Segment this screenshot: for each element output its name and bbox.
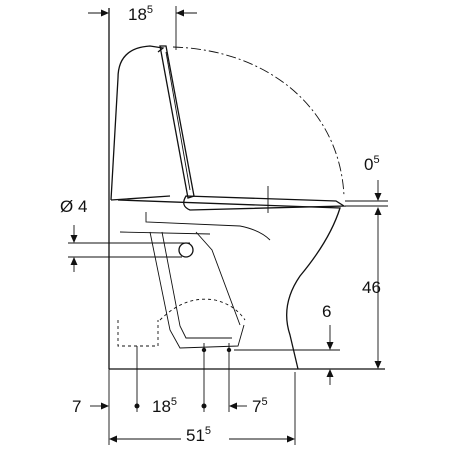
cistern-outline — [110, 45, 165, 201]
raised-lid — [159, 45, 195, 199]
bowl-rim-inner — [145, 212, 271, 241]
hidden-outlet-curve — [159, 298, 246, 321]
dim-wall-arrow — [101, 402, 109, 410]
dim-spacing-arrow — [229, 402, 237, 410]
dim-seat-offset-label: 05 — [364, 154, 380, 174]
dim-depth-arrow-left — [109, 435, 117, 443]
bowl-inner-line — [119, 231, 211, 235]
trap-inner — [161, 231, 232, 339]
trap-back — [195, 231, 241, 326]
outlet-point-right — [226, 347, 232, 353]
dim-inlet-arrow-top — [70, 235, 78, 243]
dim-seat-arrow — [374, 193, 382, 201]
dim-total-depth-label: 515 — [186, 425, 211, 445]
dim-bowl-height-label: 46 — [362, 278, 381, 297]
dim-top-width-label: 185 — [128, 4, 153, 24]
bowl-front-outline — [117, 199, 341, 370]
dim-depth-label-bg — [181, 424, 229, 444]
dim-inlet-diameter-label: Ø 4 — [60, 197, 87, 216]
dim-outlet-arrow-bottom — [326, 369, 334, 377]
hidden-outlet-box — [117, 320, 159, 347]
dim-wall-gap-label: 7 — [72, 397, 81, 416]
lid-swing-arc — [172, 46, 345, 197]
dim-outlet-height-label: 6 — [322, 302, 331, 321]
lid-inner-line — [165, 51, 191, 191]
dim-outlet-spacing-label: 75 — [252, 396, 268, 416]
cistern-bottom — [110, 195, 171, 201]
dim-height-arrow-bottom — [374, 361, 382, 369]
dim-depth-arrow-right — [287, 435, 295, 443]
trap-outer — [149, 231, 245, 349]
outlet-point-left — [201, 347, 207, 353]
dim-height-arrow-top — [374, 207, 382, 215]
dim-axis-distance-label: 185 — [152, 396, 177, 416]
dim-axis-point-left — [134, 403, 140, 409]
dim-top-right-arrow — [176, 9, 184, 17]
dim-inlet-arrow-bottom — [70, 257, 78, 265]
dim-top-left-arrow — [101, 9, 109, 17]
dim-outlet-arrow-top — [326, 342, 334, 350]
dim-axis-point-right — [201, 403, 207, 409]
inlet-hole — [178, 242, 194, 258]
